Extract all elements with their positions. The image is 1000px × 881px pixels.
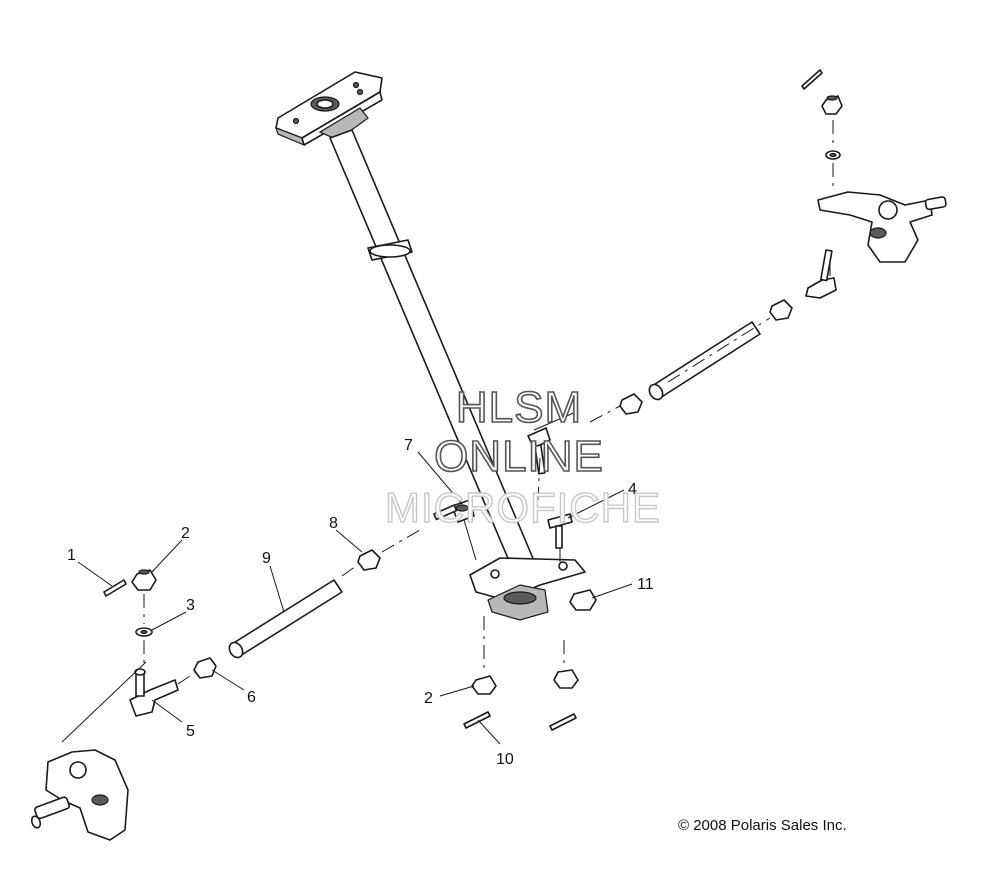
callout-2-bottom: 2 (424, 690, 433, 707)
callout-4: 4 (628, 481, 637, 498)
watermark: HLSM ONLINE MICROFICHE (384, 382, 661, 532)
callout-1: 1 (67, 547, 76, 564)
callout-5: 5 (186, 723, 195, 740)
watermark-line-2: ONLINE (434, 432, 604, 481)
steering-column (275, 71, 586, 621)
callout-10: 10 (496, 751, 514, 768)
watermark-line-1: HLSM (456, 383, 582, 432)
callout-3: 3 (186, 597, 195, 614)
watermark-line-3: MICROFICHE (385, 484, 661, 531)
callout-9: 9 (262, 550, 271, 567)
callout-8: 8 (329, 515, 338, 532)
callouts: 1 2 2 3 4 5 6 7 8 9 10 11 (67, 437, 654, 768)
copyright-notice: © 2008 Polaris Sales Inc. (678, 817, 847, 834)
callout-7: 7 (404, 437, 413, 454)
callout-2-top: 2 (181, 525, 190, 542)
center-hardware (433, 427, 597, 731)
left-tie-rod-assembly (30, 529, 421, 841)
leader-lines (61, 411, 633, 745)
callout-6: 6 (247, 689, 256, 706)
right-tie-rod-assembly (589, 69, 947, 423)
callout-11: 11 (637, 576, 654, 593)
